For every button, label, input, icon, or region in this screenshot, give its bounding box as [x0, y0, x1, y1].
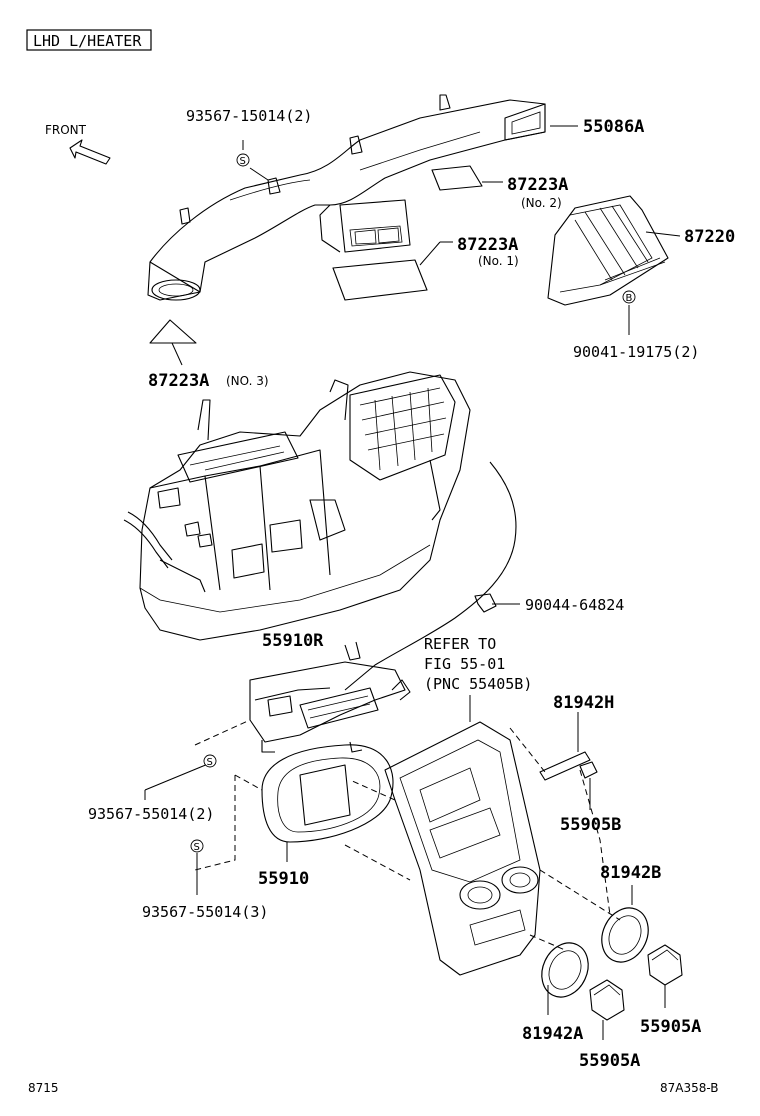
screw-symbol-mid: S	[203, 754, 217, 768]
part-label-screw-top: 93567-15014(2)	[186, 107, 312, 125]
cluster-panel-drawing	[384, 721, 541, 976]
bezel-drawing	[261, 744, 394, 843]
part-label-pad-no2: 87223A	[507, 175, 568, 195]
part-label-55910r: 55910R	[262, 631, 324, 651]
control-cable	[344, 461, 517, 691]
front-indicator: FRONT	[45, 123, 111, 165]
pad-no2-shape	[431, 165, 483, 191]
part-label-55086a: 55086A	[583, 117, 644, 137]
pad-no3-shape	[149, 319, 197, 344]
part-label-screw-mid: 93567-55014(2)	[88, 805, 214, 823]
svg-text:S: S	[207, 757, 213, 768]
refer-line-2: FIG 55-01	[424, 655, 505, 673]
part-label-pad-no1: 87223A	[457, 235, 518, 255]
knob-b-shape	[579, 761, 598, 779]
part-label-87220: 87220	[684, 227, 735, 247]
pad-no2-note: (No. 2)	[521, 196, 562, 210]
screw-symbol-low: S	[190, 839, 204, 853]
header-box: LHD L/HEATER	[26, 29, 152, 51]
part-label-55910: 55910	[258, 869, 309, 889]
knob-a-right-shape	[647, 944, 683, 986]
plate-h-shape	[539, 751, 591, 781]
ring-b-shape	[601, 907, 649, 963]
pad-no3-note: (NO. 3)	[226, 374, 269, 388]
svg-text:S: S	[194, 842, 200, 853]
footer-left: 8715	[28, 1081, 59, 1095]
front-label: FRONT	[45, 123, 87, 137]
part-label-screw-right: 90041-19175(2)	[573, 343, 699, 361]
upper-duct-drawing	[147, 94, 546, 301]
part-label-81942b: 81942B	[600, 863, 661, 883]
part-label-55905a-left: 55905A	[579, 1051, 640, 1071]
screw-symbol-right: B	[622, 290, 636, 304]
part-label-55905a-right: 55905A	[640, 1017, 701, 1037]
ring-a-shape	[541, 942, 589, 998]
part-label-81942h: 81942H	[553, 693, 614, 713]
clip-shape	[474, 593, 497, 613]
refer-line-1: REFER TO	[424, 635, 496, 653]
footer-right: 87A358-B	[660, 1081, 719, 1095]
knob-a-left-shape	[589, 979, 625, 1021]
part-label-screw-low: 93567-55014(3)	[142, 903, 268, 921]
assembly-dash-lines	[194, 719, 621, 951]
svg-text:S: S	[240, 156, 246, 167]
control-unit-drawing	[249, 641, 411, 753]
right-duct-drawing	[547, 195, 669, 306]
part-label-pad-no3: 87223A	[148, 371, 209, 391]
part-label-55905b: 55905B	[560, 815, 621, 835]
pad-no1-shape	[332, 259, 428, 301]
leader-lines	[144, 125, 681, 1040]
front-arrow-icon	[69, 139, 111, 165]
heater-unit-drawing	[123, 371, 471, 641]
pad-no1-note: (No. 1)	[478, 254, 519, 268]
part-label-81942a: 81942A	[522, 1024, 583, 1044]
header-title: LHD L/HEATER	[33, 32, 142, 50]
refer-line-3: (PNC 55405B)	[424, 675, 532, 693]
part-label-clip: 90044-64824	[525, 596, 624, 614]
screw-symbol-top: S	[236, 153, 250, 167]
svg-text:B: B	[626, 293, 633, 304]
